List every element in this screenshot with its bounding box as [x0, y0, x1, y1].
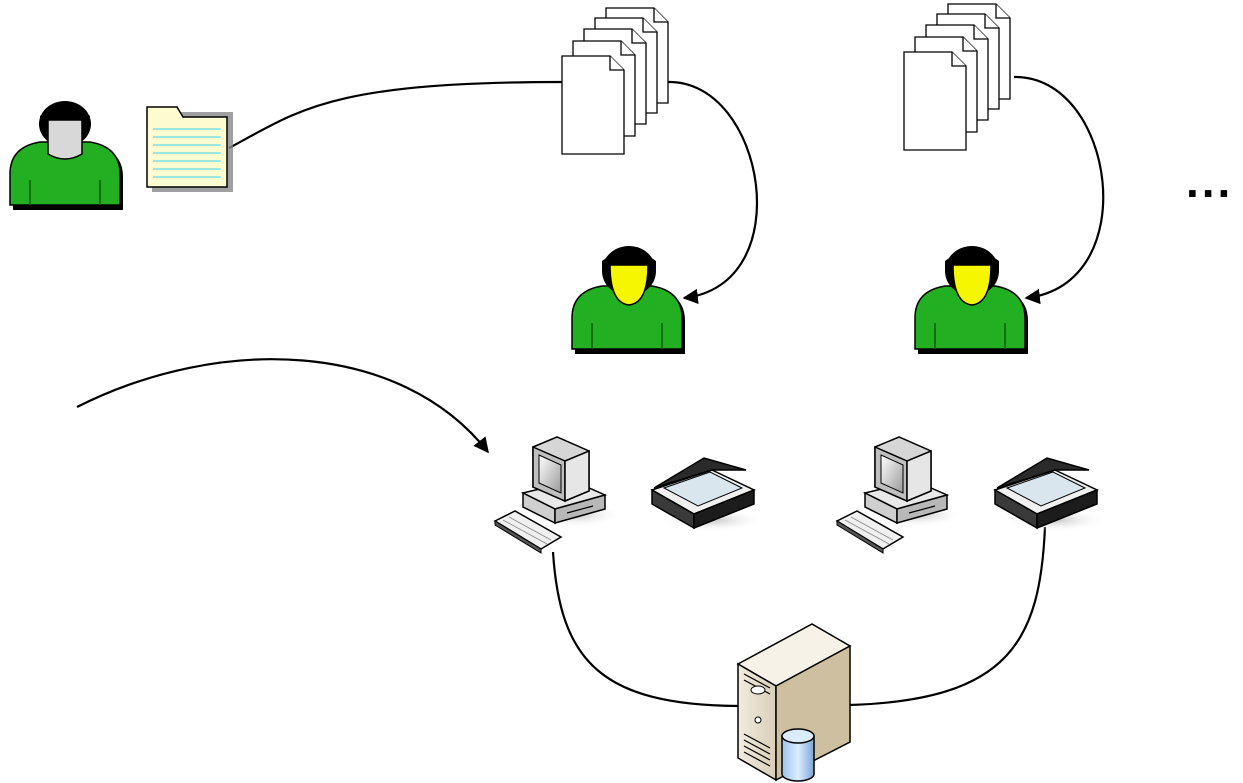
continuation-ellipsis: ... — [1186, 155, 1234, 207]
connector-note-to-stack-1 — [228, 80, 563, 149]
person-icon — [571, 246, 685, 354]
database-server-icon — [736, 623, 852, 782]
connector-incoming-to-workstation-1 — [76, 358, 489, 454]
scanner-icon — [650, 457, 764, 532]
desktop-computer-icon — [493, 436, 623, 554]
connector-stack-2-to-reviewer-2 — [1013, 75, 1105, 305]
document-stack-icon — [561, 7, 669, 155]
document-icon — [146, 106, 233, 192]
document-stack-icon — [903, 3, 1011, 151]
connector-workstation-1-to-server — [551, 551, 739, 708]
person-icon — [9, 101, 123, 210]
connector-scanner-2-to-server — [849, 526, 1047, 707]
desktop-computer-icon — [835, 436, 965, 554]
connector-stack-1-to-reviewer-1 — [667, 80, 759, 305]
scanner-icon — [993, 457, 1107, 532]
person-icon — [914, 246, 1028, 354]
